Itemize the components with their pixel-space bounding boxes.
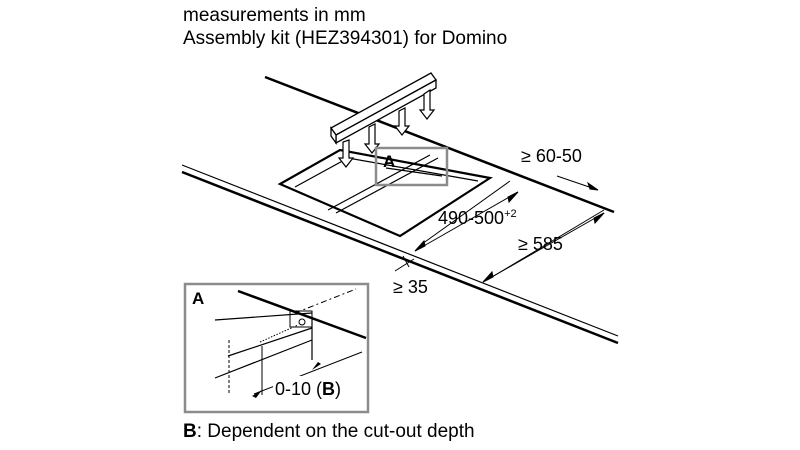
dim-arrowhead: [482, 270, 494, 283]
inset-dim-label: 0-10 (B): [275, 379, 341, 399]
dim-arrowhead: [507, 191, 519, 204]
down-arrow-icon: [393, 107, 411, 136]
cutout-divider-1: [327, 154, 431, 211]
down-arrows: [337, 88, 436, 168]
down-arrow-icon: [418, 88, 436, 120]
dim-edge-line: [394, 258, 415, 272]
dim-width-line: [482, 212, 605, 283]
inset-lines: [214, 288, 367, 395]
dimensions: [394, 175, 605, 283]
dim-ext-cutout: [421, 180, 511, 245]
inset-dim-prefix: 0-10 (: [275, 379, 322, 399]
header-kit-title: Assembly kit (HEZ394301) for Domino: [183, 28, 508, 49]
inset-label: A: [192, 289, 204, 308]
footnote-text: : Dependent on the cut-out depth: [196, 421, 475, 442]
cutout-outline: [277, 148, 493, 238]
inset-arrowhead: [312, 362, 321, 370]
inset-detail: A 0-10 (B): [183, 282, 370, 414]
dim-edge-tick: [402, 255, 410, 268]
dim-depth-tolerance: +2: [504, 208, 517, 220]
countertop-front-top-edge: [181, 164, 619, 337]
inset-arrowhead: [252, 390, 262, 398]
mounting-bar-end: [330, 125, 337, 146]
inset-bar-top: [214, 312, 313, 321]
countertop-back-edge: [264, 75, 615, 214]
footnote-key: B: [183, 421, 197, 442]
inset-screw-icon: [298, 318, 306, 326]
header-units: measurements in mm: [183, 5, 366, 26]
inset-countertop-edge: [237, 289, 367, 340]
mounting-bar: [330, 72, 437, 146]
dim-arrowhead: [593, 212, 605, 225]
inset-dim-suffix: ): [335, 379, 341, 399]
inset-bracket: [289, 310, 313, 328]
inset-screw-thread: [259, 324, 299, 343]
dim-arrowhead: [414, 239, 426, 252]
dim-depth-line: [414, 191, 519, 252]
footnote: B: Dependent on the cut-out depth: [183, 420, 475, 444]
dim-width-label: ≥ 585: [518, 234, 563, 254]
inset-bar-face: [227, 327, 313, 357]
countertop-front-bottom-edge: [181, 170, 619, 345]
inset-centerline: [294, 288, 357, 314]
down-arrow-icon: [337, 139, 355, 168]
mounting-bar-top: [330, 72, 437, 136]
dim-depth-label: 490-500+2: [438, 208, 517, 228]
dim-depth-value: 490-500: [438, 208, 504, 228]
detail-marker-label: A: [383, 152, 395, 171]
inset-dim-line: [253, 351, 363, 395]
dim-top-label: ≥ 60-50: [521, 146, 582, 166]
countertop: [181, 75, 619, 345]
inset-label-bg: [273, 376, 353, 400]
dim-arrowhead: [587, 181, 599, 191]
inset-bar-bottom: [214, 339, 313, 379]
dim-edge-label: ≥ 35: [393, 277, 428, 297]
inset-dim-bold: B: [322, 379, 335, 399]
detail-marker-box: [374, 146, 449, 187]
cutout-inner-line: [385, 167, 443, 177]
